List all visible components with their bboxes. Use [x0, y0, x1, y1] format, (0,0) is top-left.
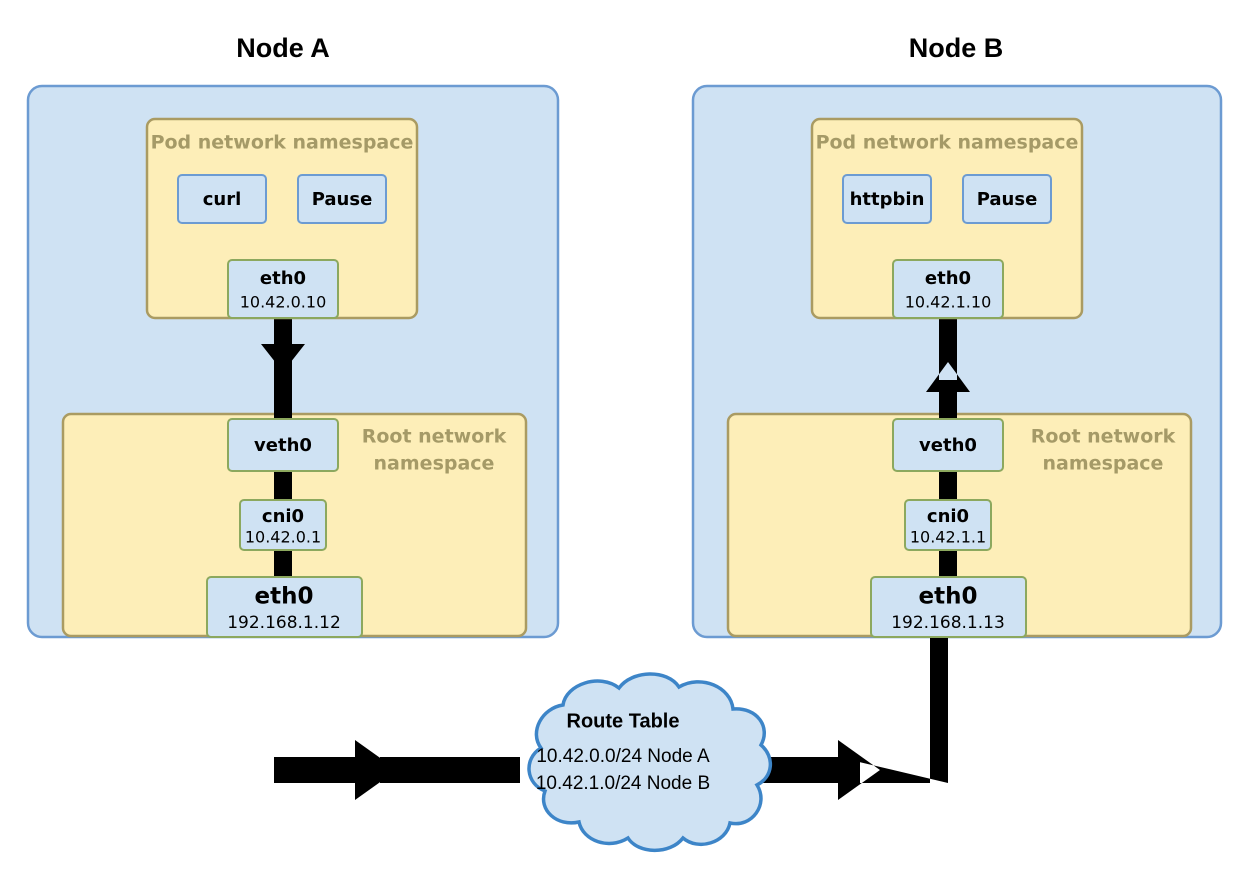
- node-b-root-namespace-label-line1: Root network: [1031, 426, 1176, 448]
- node-a-link-veth-to-cni: [274, 470, 292, 505]
- node-a-eth0-name: eth0: [255, 584, 314, 610]
- node-a-title: Node A: [236, 33, 330, 63]
- node-a-root-namespace-label-line2: namespace: [374, 453, 495, 475]
- node-b-container-box-pause: [962, 174, 1052, 224]
- node-b-pod-eth0-box: [892, 259, 1004, 319]
- node-a-container-label-curl: curl: [203, 189, 242, 210]
- node-b-cni0-address: 10.42.1.1: [910, 528, 986, 547]
- node-b-eth0-address: 192.168.1.13: [891, 613, 1005, 633]
- node-b-container-label-pause: Pause: [977, 189, 1038, 210]
- node-b-veth0-name: veth0: [919, 435, 977, 456]
- node-a-root-namespace-label-line1: Root network: [362, 426, 507, 448]
- node-a-link-to-route-table: [380, 757, 520, 783]
- node-b-title: Node B: [909, 33, 1004, 63]
- node-b-container-box-httpbin: [842, 174, 932, 224]
- route-table-cloud-shape: [527, 672, 772, 853]
- node-a-cni0-address: 10.42.0.1: [245, 528, 321, 547]
- route-table-cloud: Route Table 10.42.0.0/24 Node A 10.42.1.…: [527, 672, 772, 853]
- node-b-link-veth-to-pod: [939, 380, 957, 420]
- node-a-pod-eth0-box: [227, 259, 339, 319]
- node-b-pod-eth0-address: 10.42.1.10: [905, 293, 992, 312]
- node-a-pod-eth0-name: eth0: [260, 268, 306, 289]
- node-b-root-namespace-label-line2: namespace: [1043, 453, 1164, 475]
- node-b-eth0-box: [870, 576, 1027, 638]
- node-b-container-label-httpbin: httpbin: [850, 189, 925, 210]
- node-a-arrow-pod-to-veth: [261, 318, 305, 372]
- node-b-arrow-veth-to-pod: [926, 318, 970, 392]
- node-a-link-cni-to-eth: [274, 548, 292, 578]
- node-b-arrow-from-route-table: [838, 632, 948, 800]
- node-a-link-pod-to-veth: [274, 360, 292, 420]
- node-a-veth0-name: veth0: [254, 435, 312, 456]
- route-table-row-1: 10.42.1.0/24 Node B: [536, 773, 710, 794]
- node-a-container-box-curl: [177, 174, 267, 224]
- node-a-eth0-address: 192.168.1.12: [227, 613, 341, 633]
- node-b-link-cni-to-veth: [939, 470, 957, 505]
- node-b-cni0-name: cni0: [927, 506, 969, 527]
- route-table-title: Route Table: [567, 710, 680, 732]
- node-b-veth0-box: [892, 418, 1004, 472]
- node-b-pod-eth0-name: eth0: [925, 268, 971, 289]
- route-table-row-0: 10.42.0.0/24 Node A: [536, 746, 710, 767]
- node-a-eth0-box: [206, 576, 363, 638]
- node-b-eth0-name: eth0: [919, 584, 978, 610]
- node-a-cni0-name: cni0: [262, 506, 304, 527]
- node-a-container-box-pause: [297, 174, 387, 224]
- node-a-pod-namespace-label: Pod network namespace: [151, 132, 414, 154]
- node-a-veth0-box: [227, 418, 339, 472]
- node-b-link-eth-to-cni: [939, 548, 957, 578]
- node-b-cni0-box: [904, 499, 992, 551]
- node-b-pod-namespace-label: Pod network namespace: [816, 132, 1079, 154]
- node-a-cni0-box: [239, 499, 327, 551]
- node-a-container-label-pause: Pause: [312, 189, 373, 210]
- node-a-pod-eth0-address: 10.42.0.10: [240, 293, 327, 312]
- node-a-arrow-to-route-table: [274, 632, 397, 800]
